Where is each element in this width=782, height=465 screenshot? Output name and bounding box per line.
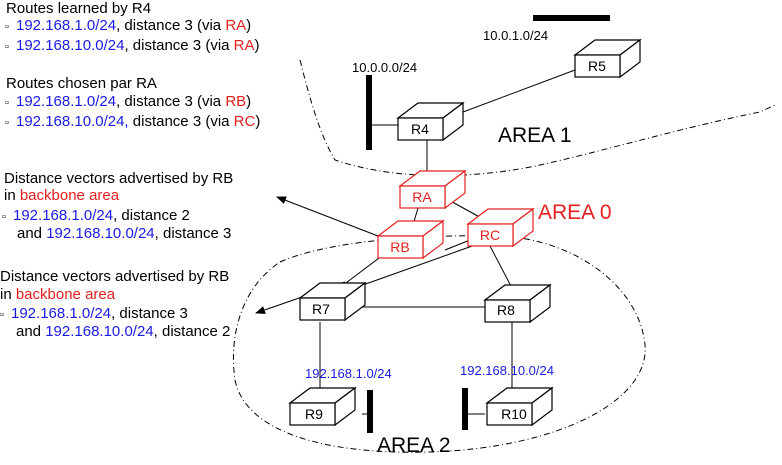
route-close: ): [255, 113, 261, 130]
routes-learned-item: ▫ 192.168.10.0/24, distance 3 (via RA): [5, 37, 260, 56]
route-prefix: 192.168.10.0/24,: [16, 113, 129, 130]
routes-chosen-title: Routes chosen par RA: [6, 75, 157, 92]
dv-area-name: backbone area: [15, 286, 116, 303]
dv-backbone-title: Distance vectors advertised by RB: [4, 170, 234, 187]
router-ra-label: RA: [412, 189, 432, 205]
network-label-192-168-1-0: 192.168.1.0/24: [305, 366, 392, 381]
bullet-icon: ▫: [5, 41, 9, 53]
router-rc[interactable]: [466, 207, 535, 248]
routes-learned-item: ▫ 192.168.1.0/24, distance 3 (via RA): [5, 17, 251, 36]
route-prefix: 192.168.10.0/24: [46, 225, 155, 242]
route-close: ): [246, 17, 252, 34]
router-r4-label: R4: [411, 121, 429, 137]
dv-area2-area: in backbone area: [0, 286, 115, 303]
network-label-10-0-1-0: 10.0.1.0/24: [483, 28, 548, 43]
route-prefix: 192.168.10.0/24: [16, 37, 125, 54]
router-ra[interactable]: [398, 169, 467, 210]
bullet-icon: ▫: [2, 211, 6, 223]
routes-chosen-item: ▫ 192.168.1.0/24, distance 3 (via RB): [5, 93, 251, 112]
router-r5-label: R5: [588, 58, 606, 74]
route-via: RA: [233, 37, 255, 54]
route-prefix: 192.168.1.0/24: [13, 207, 114, 224]
routes-learned-title: Routes learned by R4: [6, 0, 152, 17]
route-via: RA: [225, 17, 247, 34]
router-r4[interactable]: [396, 101, 465, 142]
route-detail: , distance 3: [154, 225, 232, 242]
area-2-label: AREA 2: [377, 434, 451, 457]
route-detail: , distance 2: [113, 207, 190, 224]
route-close: ): [246, 93, 252, 110]
dv-backbone-area: in backbone area: [4, 187, 119, 204]
route-prefix: 192.168.1.0/24: [16, 93, 117, 110]
router-r5[interactable]: [573, 38, 642, 79]
area-0-label: AREA 0: [538, 201, 612, 224]
dv-area2-line1: ▫ 192.168.1.0/24, distance 3: [0, 305, 188, 324]
bullet-icon: ▫: [5, 97, 9, 109]
area1-boundary: [299, 59, 776, 177]
bullet-icon: ▫: [5, 21, 9, 33]
dv-and-label: and: [17, 225, 47, 242]
area-1-label: AREA 1: [498, 124, 572, 147]
dv-and-label: and: [16, 323, 46, 340]
route-detail: , distance 3 (via: [124, 37, 234, 54]
bullet-icon: ▫: [0, 309, 4, 321]
router-r9[interactable]: [288, 386, 357, 427]
router-r10[interactable]: [485, 386, 554, 427]
route-detail: , distance 3: [111, 305, 188, 322]
network-segments: [366, 15, 610, 433]
route-prefix: 192.168.1.0/24: [16, 17, 117, 34]
router-rc-label: RC: [480, 227, 500, 243]
network-label-192-168-10-0: 192.168.10.0/24: [460, 363, 554, 378]
dv-in-label: in: [4, 187, 20, 204]
dv-backbone-line2: and 192.168.10.0/24, distance 3: [17, 225, 231, 242]
network-label-10-0-0-0: 10.0.0.0/24: [352, 60, 417, 75]
route-prefix: 192.168.1.0/24: [11, 305, 112, 322]
router-r7-label: R7: [312, 301, 330, 317]
router-rb-label: RB: [390, 239, 409, 255]
routes-chosen-item: ▫ 192.168.10.0/24, distance 3 (via RC): [5, 113, 260, 132]
dv-backbone-line1: ▫ 192.168.1.0/24, distance 2: [2, 207, 190, 226]
dv-area2-line2: and 192.168.10.0/24, distance 2: [16, 323, 230, 340]
dv-in-label: in: [0, 286, 16, 303]
route-via: RB: [225, 93, 247, 110]
route-close: ): [254, 37, 260, 54]
route-detail: , distance 3 (via: [116, 17, 226, 34]
route-detail: , distance 2: [153, 323, 231, 340]
dv-area2-title: Distance vectors advertised by RB: [0, 268, 230, 285]
route-detail: distance 3 (via: [128, 113, 234, 130]
route-prefix: 192.168.10.0/24: [45, 323, 154, 340]
router-rb[interactable]: [376, 219, 445, 260]
router-r10-label: R10: [501, 406, 527, 422]
router-r7[interactable]: [298, 281, 367, 322]
bullet-icon: ▫: [5, 117, 9, 129]
router-r9-label: R9: [305, 406, 323, 422]
route-via: RC: [233, 113, 256, 130]
router-r8[interactable]: [483, 283, 552, 324]
route-detail: , distance 3 (via: [116, 93, 226, 110]
dv-area-name: backbone area: [19, 187, 120, 204]
router-r8-label: R8: [497, 302, 515, 318]
